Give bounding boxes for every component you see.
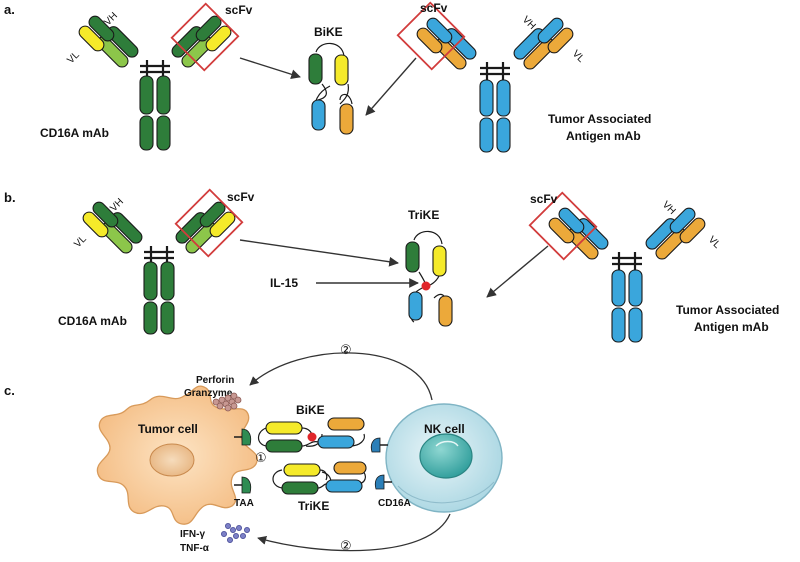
nk-membrane-line [397, 481, 495, 504]
cd16a-antibody-a: VL VH [65, 11, 232, 151]
tumor-cell-label: Tumor cell [138, 422, 198, 436]
taa-caption-a-line1: Tumor Associated [548, 112, 651, 126]
step-two-marker-lower: ② [340, 538, 352, 553]
arrow-b-from-taa [486, 245, 549, 298]
arrow-cytokine-release [257, 513, 451, 552]
arrow-b-to-trike [239, 239, 399, 267]
scfv-box-a-left [170, 2, 240, 72]
perforin-label: Perforin [196, 375, 234, 386]
arrow-perforin-release [249, 352, 433, 401]
nk-nucleus-highlight [435, 440, 459, 447]
trike-construct-c [272, 461, 367, 495]
panel-c: c. Tumor cell TAA Perforin Granzyme [4, 342, 503, 554]
cytokine-cluster [220, 523, 250, 544]
scfv-box-b-right [528, 191, 598, 261]
vh-label-b-right: VH [660, 199, 678, 217]
il15-node [421, 281, 431, 291]
step-two-marker-upper: ② [340, 342, 352, 357]
cd16a-receptor-lower [374, 474, 392, 490]
granule-cluster [212, 392, 242, 412]
taa-caption-a-line2: Antigen mAb [566, 129, 641, 143]
nk-nucleus [419, 433, 473, 479]
nk-cell-label: NK cell [424, 422, 465, 436]
trike-construct-b [405, 230, 453, 327]
tumor-nucleus [149, 443, 195, 477]
bike-construct-a [308, 42, 354, 135]
bike-label-a: BiKE [314, 25, 343, 39]
cd16a-label: CD16A [378, 498, 411, 509]
panel-a: a. VL VH [4, 1, 651, 153]
il15-label: IL-15 [270, 276, 298, 290]
scfv-label-b-left: scFv [227, 190, 255, 204]
step-one-marker: ① [255, 450, 267, 465]
taa-receptor-lower [234, 476, 252, 494]
panel-a-label: a. [4, 2, 15, 17]
taa-caption-b-line2: Antigen mAb [694, 320, 769, 334]
tnf-label: TNF-α [180, 543, 210, 554]
vl-label-b-right: VL [706, 234, 723, 251]
cd16a-receptor-upper [370, 437, 388, 453]
vl-label-a-right: VL [570, 48, 587, 65]
arrow-a-from-taa [365, 57, 417, 116]
panel-b: b. VL VH [4, 188, 779, 343]
bike-label-c: BiKE [296, 403, 325, 417]
scfv-box-a-right [396, 1, 466, 71]
cd16a-caption-b: CD16A mAb [58, 314, 127, 328]
cd16a-caption-a: CD16A mAb [40, 126, 109, 140]
panel-b-label: b. [4, 190, 16, 205]
cd16a-antibody-b: VL VH [72, 197, 236, 335]
ifn-label: IFN-γ [180, 529, 205, 540]
scfv-label-a-right: scFv [420, 1, 448, 15]
taa-antibody-a: VH VL [416, 14, 587, 153]
scfv-label-b-right: scFv [530, 192, 558, 206]
taa-receptor-upper [234, 428, 252, 446]
vl-label-b-left: VL [72, 233, 89, 250]
granzyme-label: Granzyme [184, 388, 233, 399]
trike-label-b: TriKE [408, 208, 439, 222]
panel-c-label: c. [4, 383, 15, 398]
trike-label-c: TriKE [298, 499, 329, 513]
scfv-label-a-left: scFv [225, 3, 253, 17]
bike-construct-c [257, 417, 365, 453]
scfv-box-b-left [174, 188, 244, 258]
arrow-a-to-bike [239, 57, 301, 80]
taa-caption-b-line1: Tumor Associated [676, 303, 779, 317]
vl-label-a-left: VL [65, 49, 82, 66]
taa-label: TAA [234, 498, 254, 509]
